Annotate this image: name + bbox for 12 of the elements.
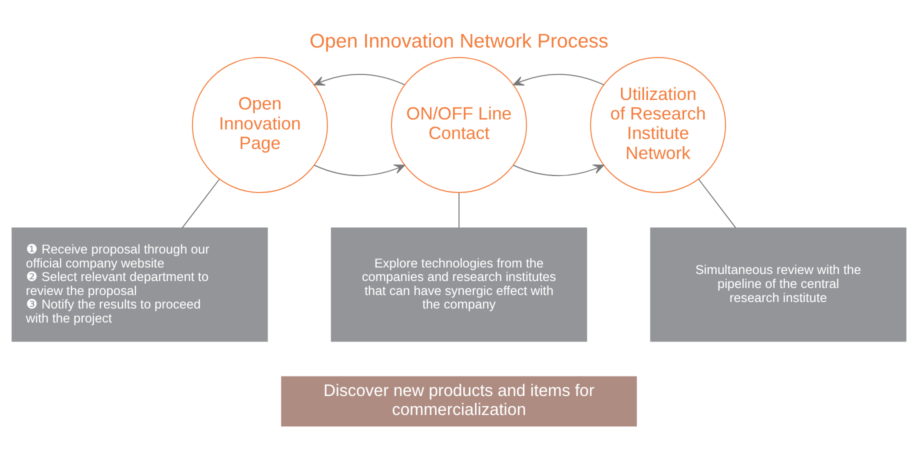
connector — [698, 178, 736, 228]
arrow — [512, 164, 604, 176]
arrow — [314, 73, 405, 86]
node-box: Simultaneous review with the pipeline of the central research institute — [650, 227, 906, 342]
node-box: Discover new products and items for commercialization — [281, 376, 637, 426]
diagram-title: Open Innovation Network Process — [310, 30, 608, 52]
connector — [458, 192, 460, 228]
arrow — [512, 73, 604, 86]
arrow — [314, 164, 405, 176]
node-box: ❶ Receive proposal through our official company website ❷ Select relevant department to review the proposal ❸ Notify the results to proceed with the project — [12, 227, 268, 342]
connector — [182, 178, 220, 228]
node-box: Explore technologies from the companies and research institutes that can have synergic effect with the company — [330, 227, 588, 342]
